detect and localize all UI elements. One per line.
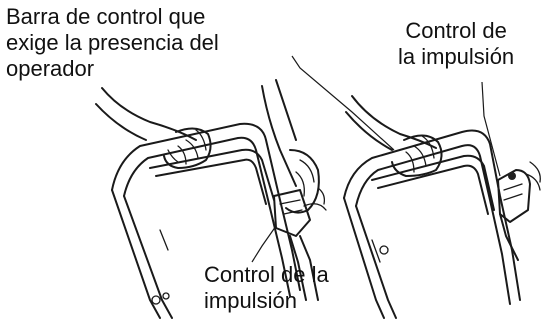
left-drive-control <box>261 79 327 301</box>
right-presence-bar <box>371 154 495 215</box>
drive-control-right-label-line-1: Control de <box>405 18 507 43</box>
right-drive-control <box>497 161 541 261</box>
leader-drive-bottom <box>251 225 277 263</box>
left-hand-on-bar <box>95 87 212 169</box>
right-hand-on-bar <box>345 95 443 177</box>
presence-bar-label-line-1: Barra de control que <box>6 4 206 29</box>
drive-control-bottom-label: Control de la impulsión <box>204 262 329 314</box>
drive-control-bottom-label-line-2: impulsión <box>204 288 297 313</box>
drive-control-right-label-line-2: la impulsión <box>398 44 515 69</box>
leader-drive-right <box>481 81 501 177</box>
presence-bar-label: Barra de control que exige la presencia … <box>6 4 219 82</box>
presence-bar-label-line-2: exige la presencia del <box>6 30 219 55</box>
right-handle-frame <box>343 129 521 319</box>
presence-bar-label-line-3: operador <box>6 56 95 81</box>
drive-control-right-label: Control de la impulsión <box>398 18 514 70</box>
drive-control-bottom-label-line-1: Control de la <box>204 262 329 287</box>
left-handle-frame <box>111 122 301 319</box>
left-presence-bar <box>149 148 275 205</box>
leader-lines <box>251 55 501 263</box>
leader-presence-bar <box>291 55 395 151</box>
